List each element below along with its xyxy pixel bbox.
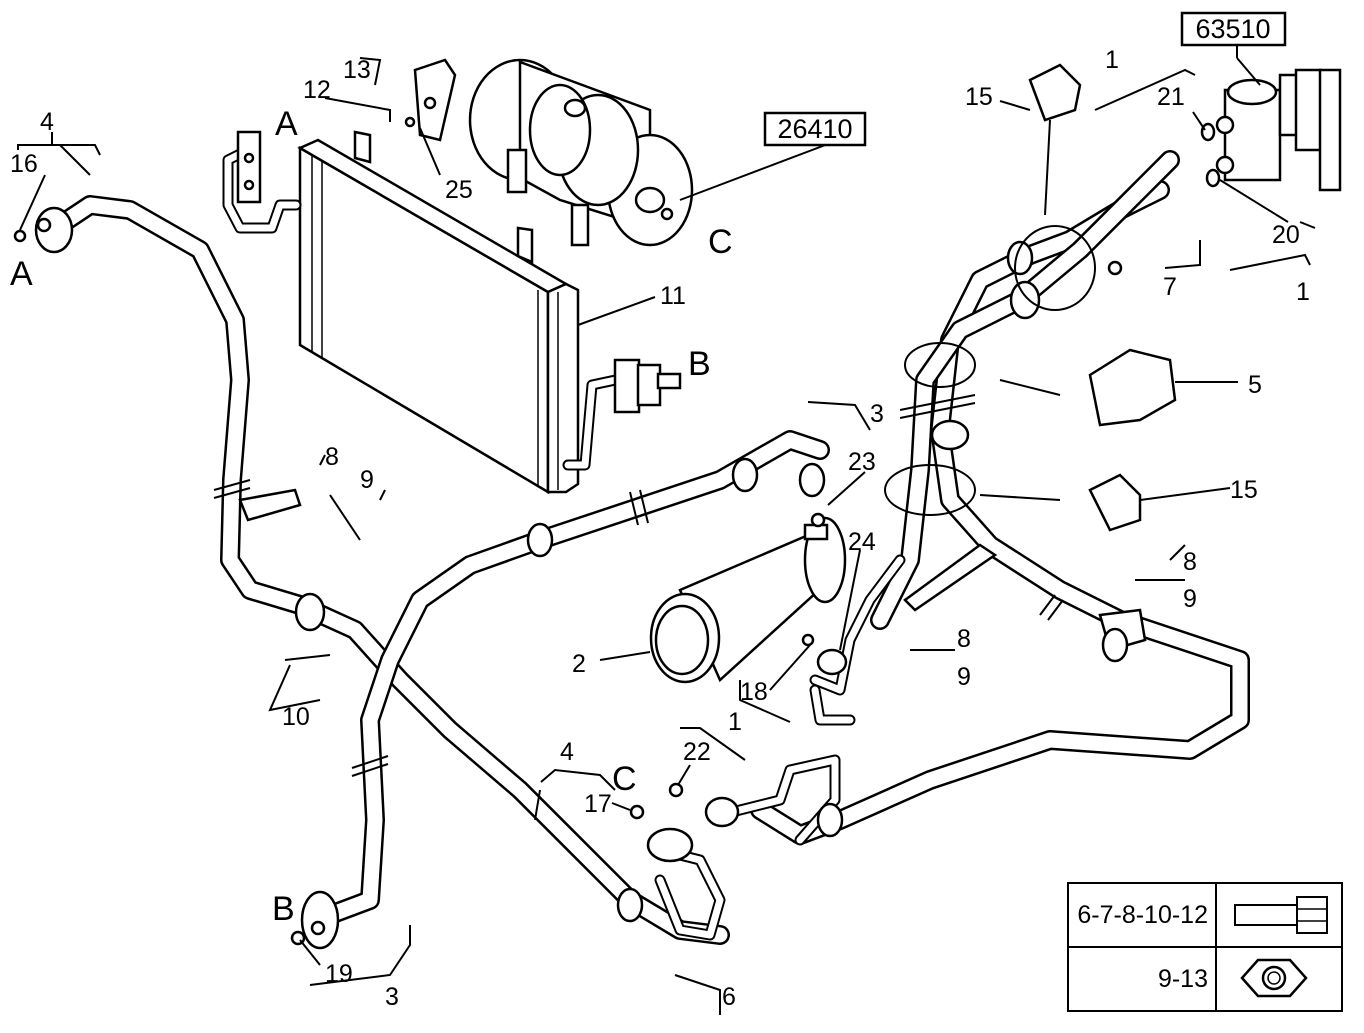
ref-26410-label: 26410 (777, 114, 852, 144)
label-8-right: 8 (1183, 548, 1197, 576)
clip-15-top (1028, 63, 1082, 122)
condenser-outlet-pipe (562, 358, 682, 471)
detail-circle-15 (884, 464, 976, 516)
label-15-right: 15 (1230, 476, 1258, 504)
label-22: 22 (683, 738, 711, 766)
connector-a-left: A (10, 255, 33, 293)
clip-5 (1088, 348, 1177, 427)
ref-63510-label: 63510 (1195, 14, 1270, 44)
connector-c-bottom: C (612, 760, 637, 798)
label-6: 6 (722, 983, 736, 1011)
label-1-bottom: 1 (728, 708, 742, 736)
label-7: 7 (1163, 273, 1177, 301)
label-18: 18 (740, 678, 768, 706)
label-8-left: 8 (325, 443, 339, 471)
connector-a-top: A (275, 105, 298, 143)
label-11: 11 (660, 282, 686, 310)
label-3-bottom: 3 (385, 983, 399, 1011)
break-marks (213, 394, 1064, 777)
o-rings (13, 229, 1123, 946)
receiver-drier (649, 516, 847, 684)
label-4-bottom: 4 (560, 738, 574, 766)
hose-1-secondary (870, 150, 1180, 630)
bolt-icon (1234, 896, 1328, 934)
legend-row1-label: 6-7-8-10-12 (1077, 901, 1208, 929)
connector-c-top: C (708, 223, 733, 261)
hose-bracket-left (238, 488, 302, 522)
label-23: 23 (848, 448, 876, 476)
label-9-left: 9 (360, 466, 374, 494)
label-15-top: 15 (965, 83, 993, 111)
label-1-top: 1 (1105, 46, 1119, 74)
detail-circle-5 (904, 342, 976, 388)
leader-lines (17, 45, 1316, 1015)
label-9-right: 9 (1183, 585, 1197, 613)
hose-3 (300, 430, 830, 950)
hex-nut-icon (1240, 958, 1308, 998)
label-12: 12 (303, 76, 331, 104)
label-24: 24 (848, 528, 876, 556)
label-20: 20 (1272, 221, 1300, 249)
label-8-center: 8 (957, 625, 971, 653)
label-5: 5 (1248, 371, 1262, 399)
label-3-mid: 3 (870, 400, 884, 428)
label-4-left: 4 (40, 108, 54, 136)
label-16: 16 (10, 150, 38, 178)
label-10: 10 (282, 703, 310, 731)
condenser-inlet-pipe (222, 130, 302, 234)
label-25: 25 (445, 176, 473, 204)
hose-4 (34, 195, 730, 945)
hose-6-loop (646, 827, 726, 941)
ref-box-63510 (1180, 11, 1287, 47)
connector-b-right: B (688, 345, 711, 383)
clip-15-right (1088, 473, 1142, 532)
hose-ferrules (294, 240, 1129, 923)
expansion-valve (1200, 68, 1342, 192)
label-2: 2 (572, 650, 586, 678)
bracket-25 (404, 58, 457, 142)
label-19: 19 (325, 960, 353, 988)
drier-outlet-pipe (704, 554, 906, 846)
label-1-right: 1 (1296, 278, 1310, 306)
fastener-legend-table: 6-7-8-10-12 9-13 (1067, 882, 1343, 1012)
label-13: 13 (343, 56, 371, 84)
condenser (297, 130, 580, 495)
label-9-center: 9 (957, 663, 971, 691)
ref-box-26410 (763, 111, 867, 147)
detail-circle-15-top (1014, 225, 1096, 311)
hose-bracket (903, 543, 998, 612)
callout-labels: 63510 26410 A A B B C C 1 1 1 2 3 3 4 4 … (10, 11, 1310, 1011)
compressor (468, 58, 694, 247)
connector-b-bottom: B (272, 890, 295, 928)
label-21: 21 (1157, 83, 1185, 111)
label-17: 17 (584, 790, 612, 818)
legend-row2-label: 9-13 (1158, 965, 1208, 993)
